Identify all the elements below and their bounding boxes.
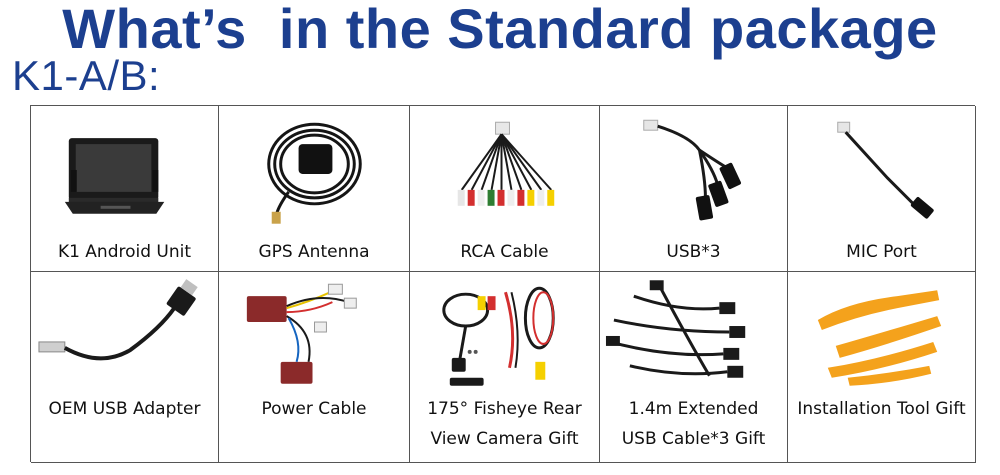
model-subtitle: K1-A/B: [12,52,161,99]
package-item-oem-usb-adapter: OEM USB Adapter [31,272,219,463]
extended-usb-cable-icon [605,280,746,378]
installation-tool-icon [817,290,942,386]
item-label: USB*3 [666,242,721,262]
package-item-rca-cable: RCA Cable [410,106,600,272]
package-item-gps-antenna: GPS Antenna [219,106,410,272]
gps-antenna-icon [267,122,362,224]
package-item-rear-camera: 175° Fisheye Rear View Camera Gift [410,272,600,463]
rear-camera-icon [442,286,555,386]
item-label: RCA Cable [460,242,549,262]
item-label: GPS Antenna [258,242,370,262]
item-label: 175° Fisheye Rear View Camera Gift [427,399,582,449]
mic-port-icon [837,121,934,219]
package-item-usb: USB*3 [600,106,788,272]
rca-cable-icon [457,121,555,206]
package-item-android-unit: K1 Android Unit [31,106,219,272]
oem-usb-adapter-icon [38,279,198,361]
usb-cable-icon [643,119,742,221]
android-unit-icon [64,138,165,214]
package-item-power-cable: Power Cable [219,272,410,463]
item-label: 1.4m Extended USB Cable*3 Gift [621,399,766,449]
item-label: OEM USB Adapter [48,399,201,419]
item-label: MIC Port [846,242,917,262]
power-cable-icon [246,283,357,384]
package-item-extended-usb: 1.4m Extended USB Cable*3 Gift [600,272,788,463]
package-item-installation-tool: Installation Tool Gift [788,272,976,463]
item-label: K1 Android Unit [57,242,192,262]
page-title: What’s in the Standard package [62,0,938,60]
item-label: Installation Tool Gift [797,399,966,419]
item-label: Power Cable [261,399,367,419]
package-item-mic-port: MIC Port [788,106,976,272]
package-contents-grid: K1 Android Unit GPS Antenna [30,105,976,463]
